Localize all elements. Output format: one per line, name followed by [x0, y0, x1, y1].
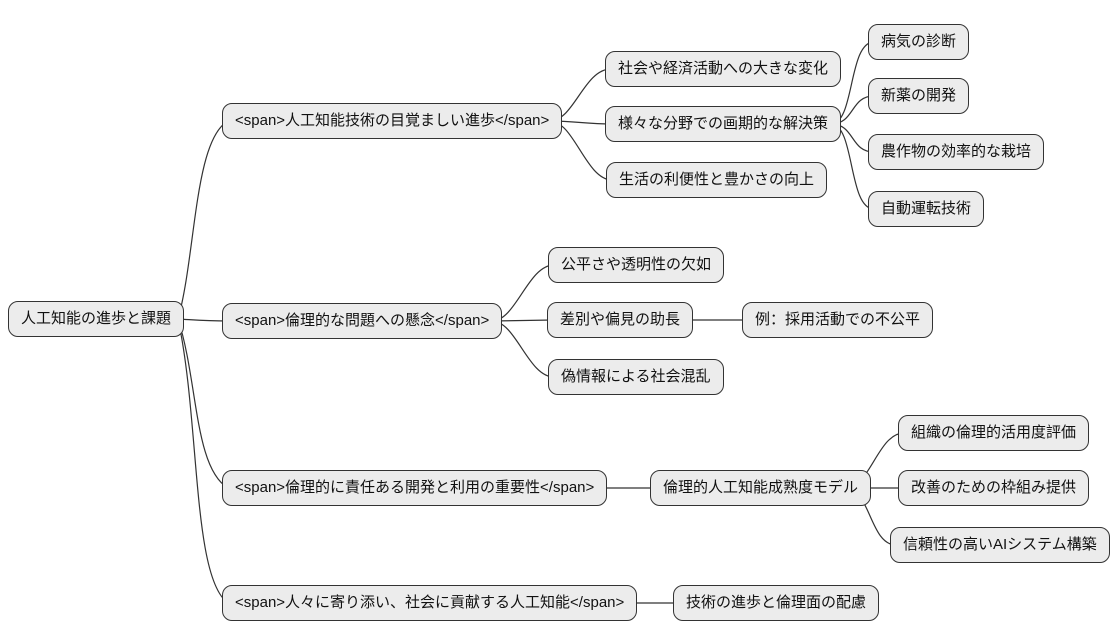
node-ai-progress: <span>人工知能技術の目覚ましい進歩</span> [222, 103, 563, 139]
node-crop-farming: 農作物の効率的な栽培 [868, 134, 1045, 170]
node-ethical-concerns: <span>倫理的な問題への懸念</span> [222, 303, 503, 339]
node-org-ethics-assessment: 組織の倫理的活用度評価 [898, 415, 1090, 451]
node-human-centered-ai: <span>人々に寄り添い、社会に貢献する人工知能</span> [222, 585, 638, 621]
edge-root-responsible [177, 318, 229, 489]
edge-root-concerns [177, 318, 229, 322]
node-responsible-development: <span>倫理的に責任ある開発と利用の重要性</span> [222, 470, 608, 506]
node-misinformation-disorder: 偽情報による社会混乱 [548, 359, 724, 395]
node-autonomous-driving: 自動運転技術 [868, 191, 985, 227]
edge-root-progress [177, 120, 229, 320]
node-ai-maturity-model: 倫理的人工知能成熟度モデル [650, 470, 872, 506]
edge-root-human-centered [177, 318, 229, 604]
edge-concerns-discrimination [491, 319, 554, 322]
node-breakthrough-solutions: 様々な分野での画期的な解決策 [605, 106, 842, 142]
node-reliable-ai-systems: 信頼性の高いAIシステム構築 [890, 527, 1110, 563]
node-life-convenience: 生活の利便性と豊かさの向上 [606, 162, 828, 198]
node-root: 人工知能の進歩と課題 [8, 301, 185, 337]
node-discrimination-bias: 差別や偏見の助長 [547, 302, 694, 338]
node-fairness-transparency: 公平さや透明性の欠如 [548, 247, 725, 283]
node-disease-diagnosis: 病気の診断 [868, 24, 970, 60]
node-hiring-unfairness-example: 例：採用活動での不公平 [742, 302, 934, 338]
node-tech-ethics-balance: 技術の進歩と倫理面の配慮 [673, 585, 880, 621]
node-drug-development: 新薬の開発 [868, 78, 970, 114]
node-social-economic-change: 社会や経済活動への大きな変化 [605, 51, 842, 87]
node-improvement-framework: 改善のための枠組み提供 [898, 470, 1090, 506]
